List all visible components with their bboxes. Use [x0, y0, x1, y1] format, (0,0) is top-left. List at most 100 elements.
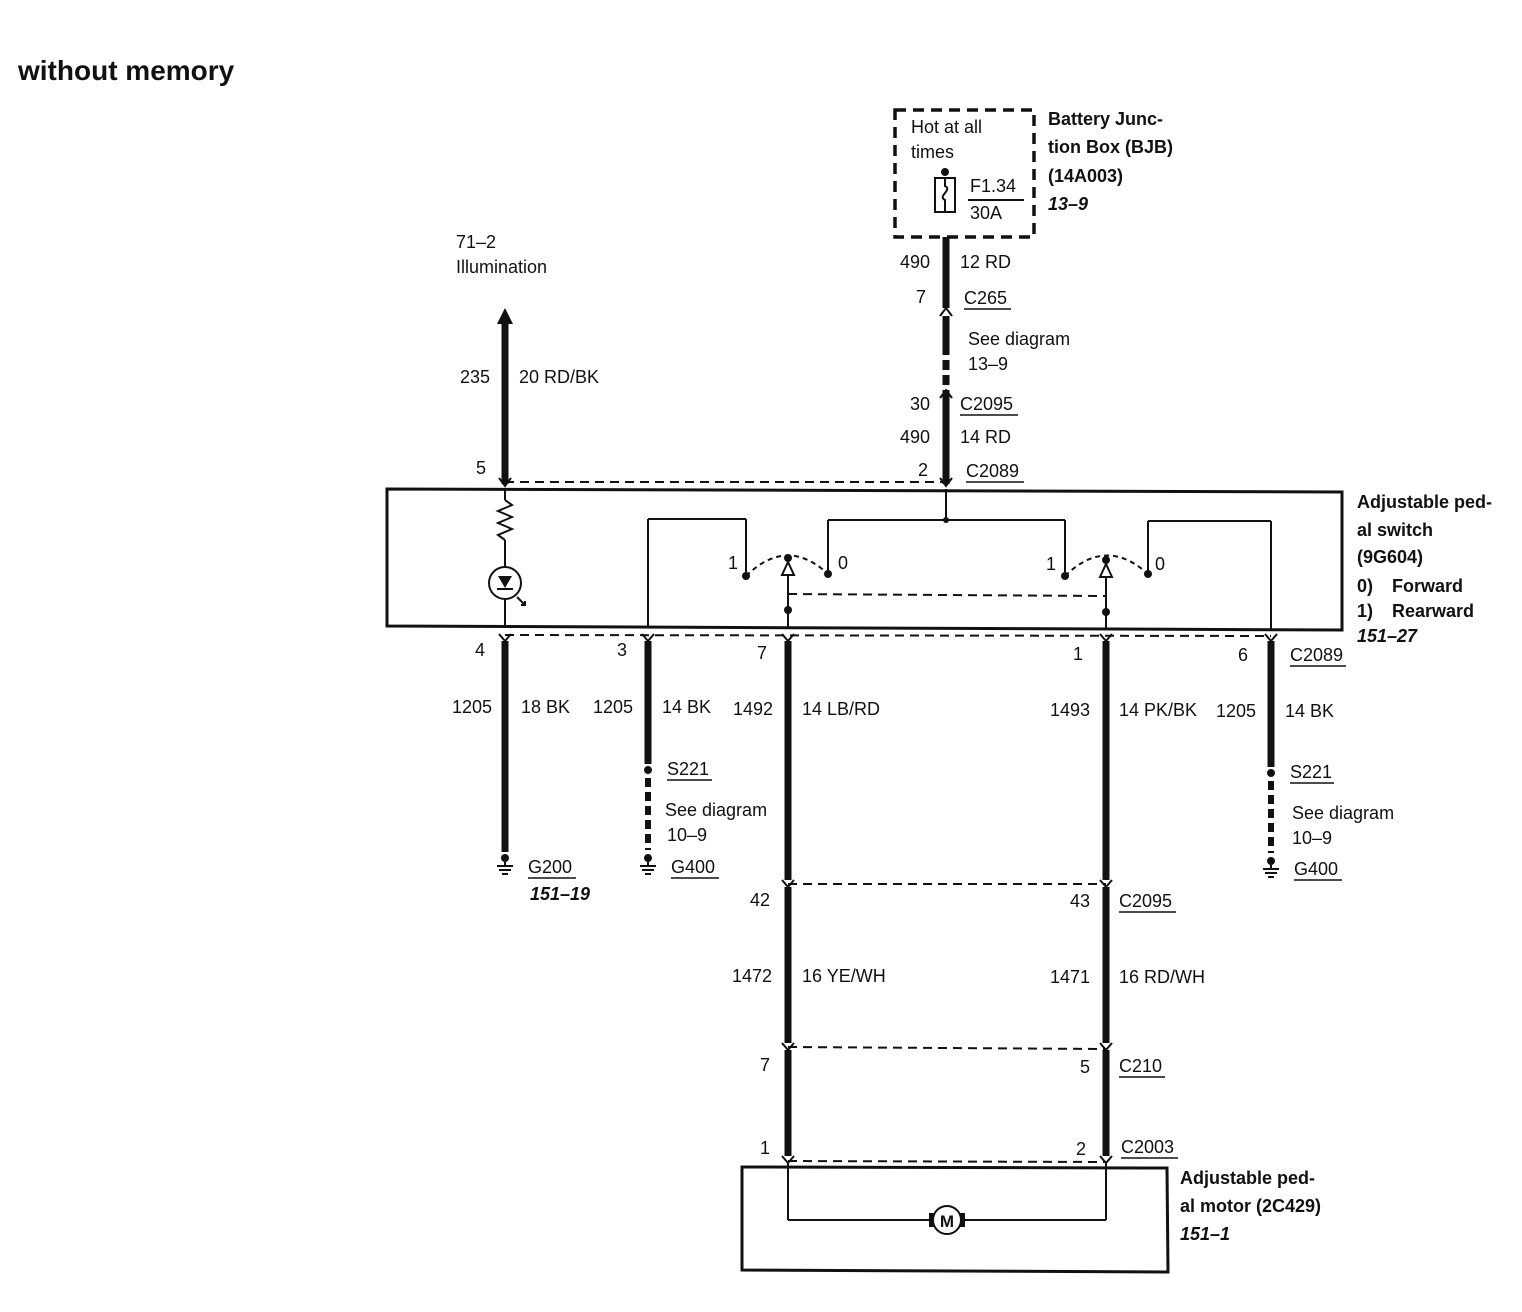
illumination-label: Illumination	[456, 257, 547, 277]
w4-wire: 14 PK/BK	[1119, 700, 1197, 720]
c2095-supply-pin: 30	[910, 394, 930, 414]
switch-contact-0-left: 0	[838, 553, 848, 573]
switch-part: (9G604)	[1357, 547, 1423, 567]
fuse-icon	[934, 168, 956, 213]
w5-pin: 6	[1238, 645, 1248, 665]
g400-left-label: G400	[671, 857, 715, 877]
w5-wire: 14 BK	[1285, 701, 1334, 721]
switch-name-2: al switch	[1357, 520, 1433, 540]
ground-icon	[497, 862, 513, 875]
c2089-top-connector-icon	[939, 477, 953, 488]
c2095-pin-left: 42	[750, 890, 770, 910]
supply-circuit-bottom: 490	[900, 427, 930, 447]
splice-icon	[644, 766, 652, 774]
w3-circuit: 1492	[733, 699, 773, 719]
supply-see-diagram-1: See diagram	[968, 329, 1070, 349]
motor-symbol: M	[940, 1212, 954, 1231]
switch-contact-right-icon	[1061, 554, 1152, 630]
motor-ref: 151–1	[1180, 1224, 1230, 1244]
splice-icon	[1267, 769, 1275, 777]
c2095-bottom-connector: C2095	[1119, 891, 1172, 911]
c210-connector: C210	[1119, 1056, 1162, 1076]
s221-right-label: S221	[1290, 762, 1332, 782]
ground-wire-g400-left	[640, 633, 656, 875]
illumination-wire	[497, 308, 513, 488]
resistor-icon	[495, 499, 515, 541]
switch-mechanical-link	[787, 593, 1107, 597]
supply-wire-bottom: 14 RD	[960, 427, 1011, 447]
switch-pos1-num: 1)	[1357, 601, 1373, 621]
supply-see-diagram-2: 13–9	[968, 354, 1008, 374]
bjb-hot-label-2: times	[911, 142, 954, 162]
switch-pos0-label: Forward	[1392, 576, 1463, 596]
lamp-icon	[488, 566, 526, 606]
illumination-circuit: 235	[460, 367, 490, 387]
c265-pin: 7	[916, 287, 926, 307]
w4-circuit: 1493	[1050, 700, 1090, 720]
ground-wire-g200	[497, 633, 513, 875]
fuse-id: F1.34	[970, 176, 1016, 196]
w1-wire: 18 BK	[521, 697, 570, 717]
bjb-ref: 13–9	[1048, 194, 1088, 214]
motor-wire-left	[781, 633, 795, 1165]
illumination-pin: 5	[476, 458, 486, 478]
see-diagram-left-1: See diagram	[665, 800, 767, 820]
c2003-dashed	[787, 1160, 1107, 1163]
supply-circuit-top: 490	[900, 252, 930, 272]
c210-pin-right: 5	[1080, 1057, 1090, 1077]
ground-wire-g400-right	[1263, 633, 1279, 878]
w3-wire: 14 LB/RD	[802, 699, 880, 719]
bjb-part: (14A003)	[1048, 166, 1123, 186]
c2089-supply-connector: C2089	[966, 461, 1019, 481]
motor-wire-right-color: 16 RD/WH	[1119, 967, 1205, 987]
motor-wire-right	[1099, 633, 1113, 1165]
g400-right-label: G400	[1294, 859, 1338, 879]
battery-junction-box: Hot at all times F1.34 30A Battery Junc-…	[893, 108, 1173, 239]
motor-circuit-left: 1472	[732, 966, 772, 986]
c265-connector-icon	[939, 306, 953, 317]
switch-contact-1-right: 1	[1046, 554, 1056, 574]
diagram-title: without memory	[17, 55, 235, 86]
w2-wire: 14 BK	[662, 697, 711, 717]
c2095-connector-icon	[939, 388, 953, 399]
arrow-up-icon	[497, 308, 513, 324]
switch-name-1: Adjustable ped-	[1357, 492, 1492, 512]
w5-circuit: 1205	[1216, 701, 1256, 721]
switch-contact-1-left: 1	[728, 553, 738, 573]
motor-name-1: Adjustable ped-	[1180, 1168, 1315, 1188]
s221-left-label: S221	[667, 759, 709, 779]
switch-contact-left-icon	[742, 554, 832, 628]
bjb-hot-label-1: Hot at all	[911, 117, 982, 137]
g200-ref: 151–19	[530, 884, 590, 904]
c2089-bottom-connector: C2089	[1290, 645, 1343, 665]
bjb-name-2: tion Box (BJB)	[1048, 137, 1173, 157]
c2003-connector: C2003	[1121, 1137, 1174, 1157]
ground-icon	[1263, 865, 1279, 878]
g200-label: G200	[528, 857, 572, 877]
w2-circuit: 1205	[593, 697, 633, 717]
c2089-supply-pin: 2	[918, 460, 928, 480]
motor-wire-left-color: 16 YE/WH	[802, 966, 886, 986]
w2-pin: 3	[617, 640, 627, 660]
see-diagram-right-2: 10–9	[1292, 828, 1332, 848]
c2089-bottom-dashed	[504, 634, 1272, 637]
c2003-pin-right: 2	[1076, 1139, 1086, 1159]
motor-outline	[740, 1165, 1170, 1274]
see-diagram-left-2: 10–9	[667, 825, 707, 845]
w1-circuit: 1205	[452, 697, 492, 717]
switch-ref: 151–27	[1357, 626, 1418, 646]
switch-pos1-label: Rearward	[1392, 601, 1474, 621]
c265-connector: C265	[964, 288, 1007, 308]
switch-pos0-num: 0)	[1357, 576, 1373, 596]
c210-pin-left: 7	[760, 1055, 770, 1075]
bjb-dashed-outline	[893, 108, 1036, 239]
adjustable-pedal-switch: 1 0 1 0	[385, 487, 1344, 632]
motor-name-2: al motor (2C429)	[1180, 1196, 1321, 1216]
adjustable-pedal-motor: M	[740, 1163, 1170, 1274]
supply-wire	[939, 237, 953, 488]
supply-wire-top: 12 RD	[960, 252, 1011, 272]
motor-icon: M	[929, 1205, 965, 1235]
motor-circuit-right: 1471	[1050, 967, 1090, 987]
bjb-name-1: Battery Junc-	[1048, 109, 1163, 129]
